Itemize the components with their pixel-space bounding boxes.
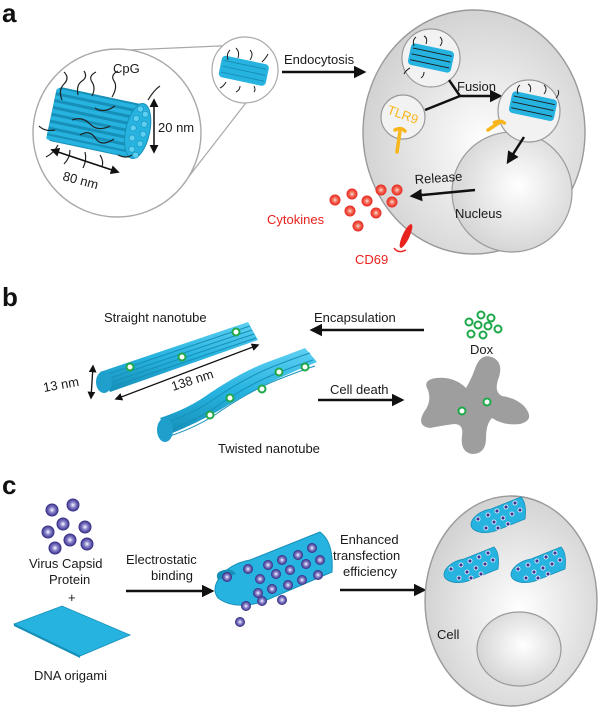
dox-cluster bbox=[464, 310, 503, 340]
internalized-complex bbox=[443, 546, 499, 583]
cytokine-particle bbox=[344, 205, 356, 217]
straight-nanotube-label: Straight nanotube bbox=[104, 310, 207, 325]
endocytosis-label: Endocytosis bbox=[284, 52, 355, 67]
cytokine-particle bbox=[329, 194, 341, 206]
length-dimension-arrow bbox=[50, 148, 120, 174]
dox-molecule bbox=[125, 362, 135, 372]
zoom-line-bottom bbox=[189, 94, 253, 176]
capsid-label-line2: Protein bbox=[49, 572, 90, 587]
nucleus-arrow bbox=[506, 136, 526, 165]
enhanced-label-line1: Enhanced bbox=[340, 532, 399, 547]
capsid-label-line1: Virus Capsid bbox=[29, 556, 102, 571]
cell-death-label: Cell death bbox=[330, 382, 389, 397]
dox-molecule bbox=[300, 362, 310, 372]
internalized-complex bbox=[470, 496, 526, 533]
cpg-label: CpG bbox=[113, 61, 140, 76]
internalized-complex bbox=[510, 546, 566, 583]
cytokines bbox=[329, 184, 403, 232]
dox-molecule bbox=[274, 367, 284, 377]
binding-label-line2: binding bbox=[151, 568, 193, 583]
virus-capsid-proteins bbox=[41, 498, 94, 555]
nucleus bbox=[451, 131, 573, 253]
fusion-label: Fusion bbox=[457, 79, 496, 94]
release-label: Release bbox=[414, 169, 463, 187]
cytokine-particle bbox=[370, 207, 382, 219]
binding-label-line1: Electrostatic bbox=[126, 552, 197, 567]
dox-molecule bbox=[231, 327, 241, 337]
dox-molecule bbox=[457, 406, 467, 416]
cd69-receptor-icon bbox=[393, 224, 413, 253]
tlr9-receptor-bound-icon bbox=[486, 119, 507, 132]
cd69-label: CD69 bbox=[355, 252, 388, 267]
panel-label-c: c bbox=[2, 470, 16, 500]
cytokine-particle bbox=[391, 184, 403, 196]
dox-molecule bbox=[482, 397, 492, 407]
dox-molecule bbox=[205, 410, 215, 420]
panel-label-a: a bbox=[2, 0, 17, 28]
cell-label: Cell bbox=[437, 627, 460, 642]
dna-origami-label: DNA origami bbox=[34, 668, 107, 683]
plus-sign: + bbox=[68, 590, 76, 605]
small-dna-nanostructure bbox=[211, 36, 279, 104]
twisted-nanotube-label: Twisted nanotube bbox=[218, 441, 320, 456]
encapsulation-label: Encapsulation bbox=[314, 310, 396, 325]
dox-molecule bbox=[225, 393, 235, 403]
height-dimension-label: 20 nm bbox=[158, 120, 194, 135]
cytokine-particle bbox=[361, 195, 373, 207]
cytokine-particle bbox=[346, 188, 358, 200]
cytokine-particle bbox=[386, 196, 398, 208]
twisted-nanotube bbox=[157, 348, 317, 442]
nucleus-label: Nucleus bbox=[455, 206, 502, 221]
target-cell: Cell bbox=[424, 495, 598, 707]
width-dimension-arrow bbox=[87, 364, 97, 400]
cytokine-particle bbox=[375, 184, 387, 196]
fused-endosome bbox=[486, 79, 561, 143]
enhanced-label-line2: transfection bbox=[333, 548, 400, 563]
dox-molecule bbox=[257, 384, 267, 394]
dna-origami-sheet bbox=[12, 605, 132, 657]
enhanced-label-line3: efficiency bbox=[343, 564, 397, 579]
cytokine-particle bbox=[352, 220, 364, 232]
capsid-coated-origami bbox=[214, 531, 333, 627]
tlr9-endosome: TLR9 bbox=[380, 94, 426, 154]
dna-origami-edge bbox=[14, 624, 80, 658]
target-cell-nucleus bbox=[476, 611, 562, 687]
endosome-with-nanostructure bbox=[401, 28, 461, 88]
dox-molecule bbox=[177, 352, 187, 362]
zoomed-dna-nanostructure: CpG 20 nm 80 nm bbox=[32, 48, 202, 218]
fusion-arrow bbox=[424, 79, 503, 112]
tlr9-receptor-icon bbox=[393, 126, 407, 154]
release-arrow bbox=[409, 188, 476, 202]
dead-cell bbox=[421, 356, 530, 454]
dox-label: Dox bbox=[470, 342, 494, 357]
cytokines-label: Cytokines bbox=[267, 212, 325, 227]
length-dimension-arrow-b bbox=[114, 343, 260, 401]
width-dimension-label: 13 nm bbox=[42, 374, 80, 395]
panel-label-b: b bbox=[2, 282, 18, 312]
